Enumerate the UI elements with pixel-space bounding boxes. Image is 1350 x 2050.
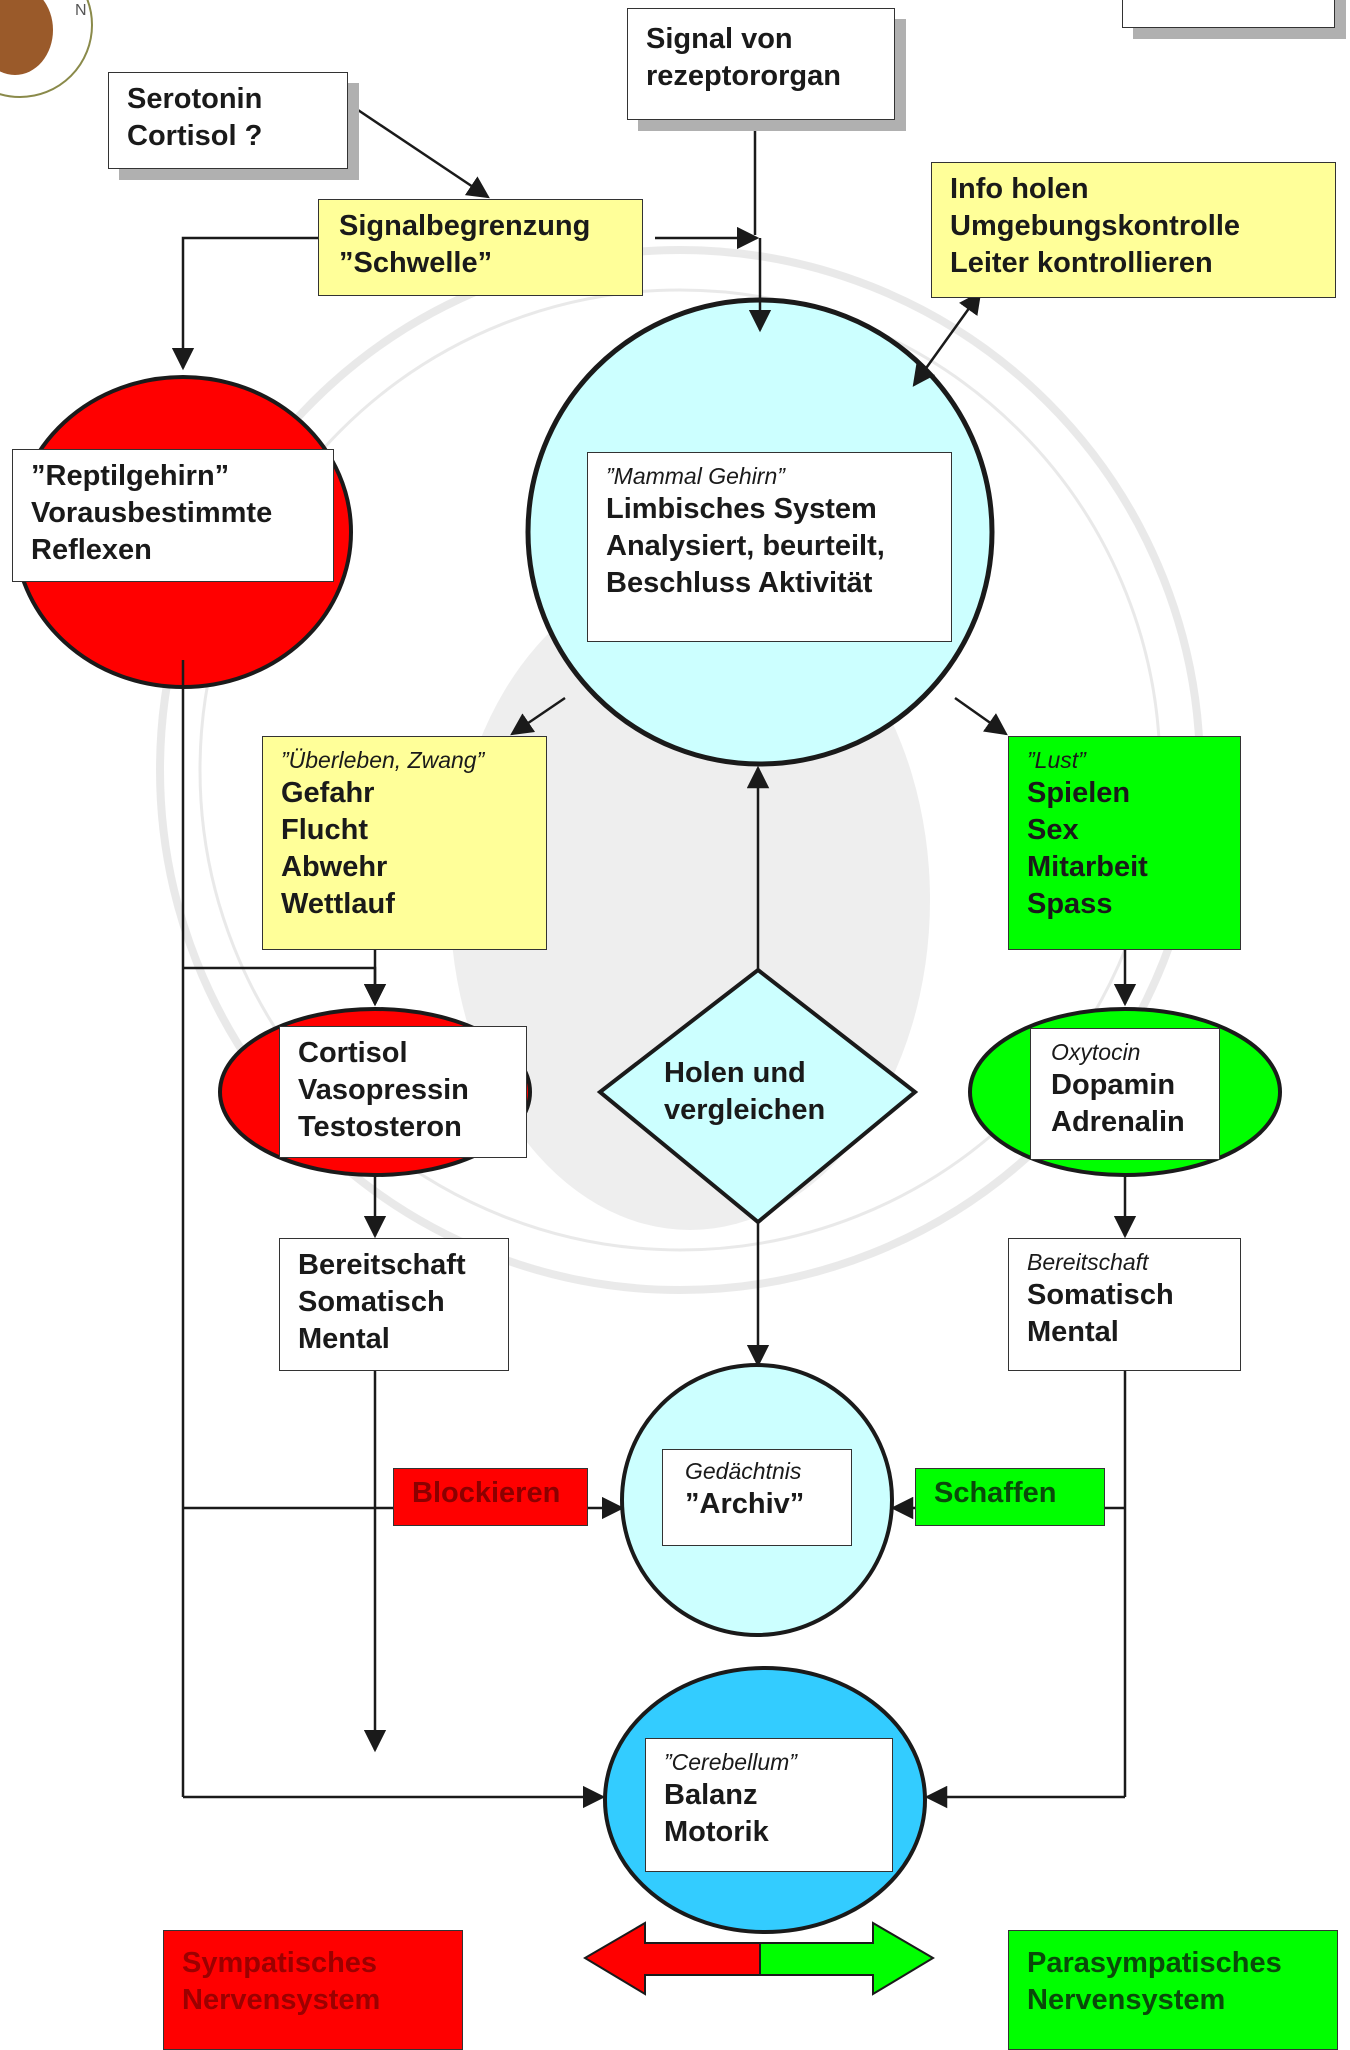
bereit-right-subtitle: Bereitschaft [1027,1249,1149,1275]
cortisol-box: Cortisol Vasopressin Testosteron [279,1026,527,1158]
serotonin-line-1: Serotonin [127,83,263,115]
sympatisch-line-1: Sympatisches [182,1947,378,1979]
blockieren-label: Blockieren [412,1477,561,1509]
corner-box [1122,0,1335,28]
schwelle-box: Signalbegrenzung ”Schwelle” [318,199,643,296]
parasympatisch-line-1: Parasympatisches [1027,1947,1282,1979]
bereit-left-box: Bereitschaft Somatisch Mental [279,1238,509,1371]
cerebellum-line-2: Motorik [664,1816,769,1848]
serotonin-line-2: Cortisol ? [127,120,263,152]
cerebellum-box: ”Cerebellum” Balanz Motorik [645,1738,893,1872]
signal-box: Signal von rezeptororgan [627,8,895,120]
holen-label: Holen und vergleichen [664,1055,825,1129]
cortisol-line-2: Vasopressin [298,1074,469,1106]
svg-text:N: N [75,2,87,19]
ueberleben-line-1: Gefahr [281,777,375,809]
reptil-line-3: Reflexen [31,534,152,566]
logo-seal: N [0,0,93,98]
oxytocin-line-1: Dopamin [1051,1069,1176,1101]
archiv-line-1: ”Archiv” [685,1488,805,1520]
bereit-right-line-1: Somatisch [1027,1279,1174,1311]
bereit-left-line-1: Bereitschaft [298,1249,466,1281]
signal-line-1: Signal von [646,23,793,55]
lust-line-1: Spielen [1027,777,1131,809]
parasympatisch-box: Parasympatisches Nervensystem [1008,1930,1338,2050]
double-arrow-icon [583,1921,935,1996]
ueberleben-line-2: Flucht [281,814,368,846]
ueberleben-line-3: Abwehr [281,851,388,883]
oxytocin-line-2: Adrenalin [1051,1106,1185,1138]
mammal-line-3: Beschluss Aktivität [606,567,873,599]
bereit-left-line-2: Somatisch [298,1286,445,1318]
schaffen-label: Schaffen [934,1477,1057,1509]
reptil-line-1: ”Reptilgehirn” [31,460,230,492]
archiv-box: Gedächtnis ”Archiv” [662,1449,852,1546]
cerebellum-line-1: Balanz [664,1779,758,1811]
schwelle-line-1: Signalbegrenzung [339,210,591,242]
cortisol-line-1: Cortisol [298,1037,408,1069]
oxytocin-subtitle: Oxytocin [1051,1039,1141,1065]
blockieren-box: Blockieren [393,1468,588,1526]
mammal-subtitle: ”Mammal Gehirn” [606,463,785,489]
reptil-box: ”Reptilgehirn” Vorausbestimmte Reflexen [12,449,334,582]
bereit-left-line-3: Mental [298,1323,390,1355]
info-box: Info holen Umgebungskontrolle Leiter kon… [931,162,1336,298]
ueberleben-line-4: Wettlauf [281,888,395,920]
lust-line-2: Sex [1027,814,1079,846]
schwelle-line-2: ”Schwelle” [339,247,493,279]
mammal-box: ”Mammal Gehirn” Limbisches System Analys… [587,452,952,642]
sympatisch-box: Sympatisches Nervensystem [163,1930,463,2050]
archiv-subtitle: Gedächtnis [685,1458,802,1484]
cortisol-line-3: Testosteron [298,1111,462,1143]
signal-line-2: rezeptororgan [646,60,841,92]
sympatisch-line-2: Nervensystem [182,1984,381,2016]
info-line-2: Umgebungskontrolle [950,210,1241,242]
lust-box: ”Lust” Spielen Sex Mitarbeit Spass [1008,736,1241,950]
mammal-line-1: Limbisches System [606,493,877,525]
ueberleben-box: ”Überleben, Zwang” Gefahr Flucht Abwehr … [262,736,547,950]
info-line-3: Leiter kontrollieren [950,247,1213,279]
lust-subtitle: ”Lust” [1027,747,1086,773]
info-line-1: Info holen [950,173,1089,205]
serotonin-box: Serotonin Cortisol ? [108,72,348,169]
holen-line-2: vergleichen [664,1094,826,1126]
ueberleben-subtitle: ”Überleben, Zwang” [281,747,485,773]
parasympatisch-line-2: Nervensystem [1027,1984,1226,2016]
schaffen-box: Schaffen [915,1468,1105,1526]
lust-line-3: Mitarbeit [1027,851,1148,883]
cerebellum-subtitle: ”Cerebellum” [664,1749,797,1775]
bereit-right-line-2: Mental [1027,1316,1119,1348]
lust-line-4: Spass [1027,888,1113,920]
mammal-line-2: Analysiert, beurteilt, [606,530,885,562]
connectors [171,106,1137,1809]
oxytocin-box: Oxytocin Dopamin Adrenalin [1030,1028,1220,1160]
bereit-right-box: Bereitschaft Somatisch Mental [1008,1238,1241,1371]
holen-line-1: Holen und [664,1057,806,1089]
reptil-line-2: Vorausbestimmte [31,497,273,529]
